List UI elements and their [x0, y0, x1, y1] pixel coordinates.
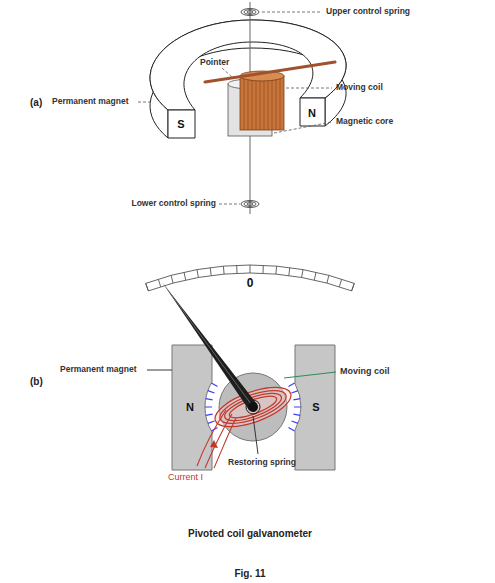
- magnet-outer-wall: [150, 20, 346, 138]
- part-label: Pointer: [200, 58, 229, 67]
- figure-caption: Pivoted coil galvanometer: [188, 528, 312, 539]
- spring-coil: [244, 10, 256, 15]
- leader-line: [147, 370, 172, 371]
- leader-line: [262, 12, 322, 13]
- north-pole-face: [300, 98, 325, 126]
- leader-line: [274, 122, 332, 133]
- spring-coil: [247, 11, 253, 13]
- leader-line: [222, 68, 232, 77]
- figure-number: Fig. 11: [234, 568, 265, 579]
- pole-label: N: [186, 401, 194, 413]
- part-label: Magnetic core: [336, 117, 393, 126]
- leader-line: [219, 204, 240, 205]
- scale-number: 0: [247, 277, 254, 290]
- restoring-spring: [249, 403, 257, 411]
- part-label: Moving coil: [336, 83, 383, 92]
- pole-label: S: [177, 118, 184, 130]
- leader-line: [253, 416, 258, 454]
- part-label: Lower control spring: [131, 199, 216, 208]
- spring-coil: [241, 201, 259, 208]
- part-label: Permanent magnet: [52, 97, 129, 106]
- coil-turn: [222, 388, 285, 426]
- panel-label: (a): [30, 97, 42, 108]
- needle-hub: [248, 402, 258, 412]
- leader-line: [286, 88, 332, 89]
- needle: [162, 282, 257, 410]
- leader-line: [284, 372, 336, 378]
- part-label: Moving coil: [340, 367, 390, 377]
- spring-coil: [247, 203, 253, 205]
- part-label: Restoring spring: [228, 458, 296, 467]
- south-pole-face: [168, 110, 195, 138]
- part-label: Upper control spring: [326, 7, 410, 16]
- needle-highlight: [170, 293, 251, 404]
- scale-band: [146, 265, 355, 291]
- coil-turn: [210, 379, 295, 435]
- current-label: Current I: [168, 473, 203, 483]
- spring-coil: [244, 202, 256, 207]
- spring-coil: [241, 9, 259, 16]
- moving-coil: [240, 76, 284, 130]
- pole-label: N: [308, 107, 316, 119]
- coil-windings: [244, 76, 280, 130]
- panel-label: (b): [30, 376, 43, 387]
- leader-line: [138, 102, 150, 103]
- current-arrow: [210, 440, 218, 448]
- part-label: Permanent magnet: [60, 365, 137, 374]
- scale-ticks: [146, 265, 355, 291]
- pole-label: S: [312, 401, 319, 413]
